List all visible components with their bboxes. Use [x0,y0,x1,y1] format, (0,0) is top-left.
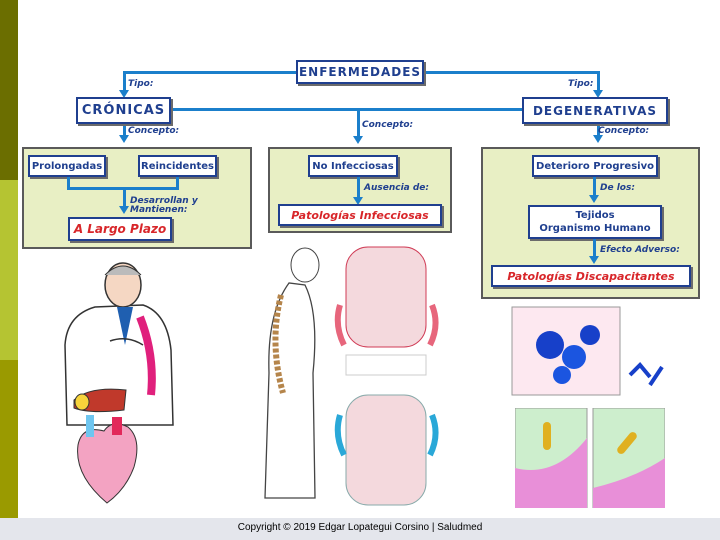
arrow-icon [119,135,129,143]
arrow-icon [119,206,129,214]
no-infecciosas-label: No Infecciosas [312,160,394,172]
patologias-infecciosas-box: Patologías Infecciosas [278,204,442,226]
patologias-discapacitantes-box: Patologías Discapacitantes [491,265,691,287]
connector [357,177,360,199]
cronicas-title: CRÓNICAS [81,103,166,118]
de-los-label: De los: [600,183,635,193]
arrow-icon [353,197,363,205]
arrow-icon [119,90,129,98]
arrow-icon [589,195,599,203]
patologias-infecciosas-label: Patologías Infecciosas [291,208,429,222]
sidebar-band-top [0,0,18,180]
arrow-icon [593,135,603,143]
footer-copyright: Copyright © 2019 Edgar Lopategui Corsino… [237,522,483,533]
connector-left-drop [123,71,126,93]
arrow-icon [353,136,363,144]
deterioro-label: Deterioro Progresivo [536,160,654,172]
cronicas-concepto-label: Concepto: [128,126,180,136]
arrow-icon [593,90,603,98]
connector-degen-drop [597,122,600,136]
desarrollan-label: Desarrollan y Mantienen: [130,196,198,215]
reincidentes-label: Reincidentes [141,160,214,172]
tipo-left-label: Tipo: [128,79,154,89]
elderly-spine-illustration [264,247,320,499]
no-infecciosas-box: No Infecciosas [308,155,398,177]
connector [593,239,596,257]
tejidos-box: Tejidos Organismo Humano [528,205,662,239]
root-label: ENFERMEDADES [298,65,422,79]
connector-right-drop [597,71,600,93]
connector [593,177,596,197]
reincidentes-box: Reincidentes [138,155,217,177]
joint-bones-illustration [334,246,439,506]
cronicas-box: CRÓNICAS [76,97,171,124]
efecto-label: Efecto Adverso: [600,245,680,255]
tejidos-line1: Tejidos [575,210,615,221]
deterioro-box: Deterioro Progresivo [532,155,658,177]
cells-illustration [511,306,664,396]
patologias-discapacitantes-label: Patologías Discapacitantes [507,269,675,283]
artery-illustration [73,388,127,413]
connector [67,177,70,189]
prolongadas-box: Prolongadas [28,155,106,177]
tejidos-line2: Organismo Humano [539,223,651,234]
root-box: ENFERMEDADES [296,60,424,84]
prolongadas-label: Prolongadas [31,160,103,172]
connector-cronicas-drop [123,122,126,136]
connector [123,187,126,207]
degenerativas-title: DEGENERATIVAS [532,103,658,118]
connector-middle [170,108,525,111]
footer-bar [0,518,720,540]
arrow-icon [589,256,599,264]
degenerativas-concepto-label: Concepto: [598,126,650,136]
ausencia-label: Ausencia de: [364,183,430,193]
center-concepto-label: Concepto: [362,120,414,130]
sidebar-band-middle [0,180,18,360]
connector [176,177,179,189]
sidebar-band-bottom [0,360,18,518]
largo-plazo-box: A Largo Plazo [68,217,172,241]
heart-illustration [77,415,138,504]
connector-center-drop [357,108,360,138]
tipo-right-label: Tipo: [568,79,594,89]
degenerativas-box: DEGENERATIVAS [522,97,668,124]
largo-plazo-label: A Largo Plazo [73,222,167,236]
tissue-bacteria-illustration [515,408,665,508]
